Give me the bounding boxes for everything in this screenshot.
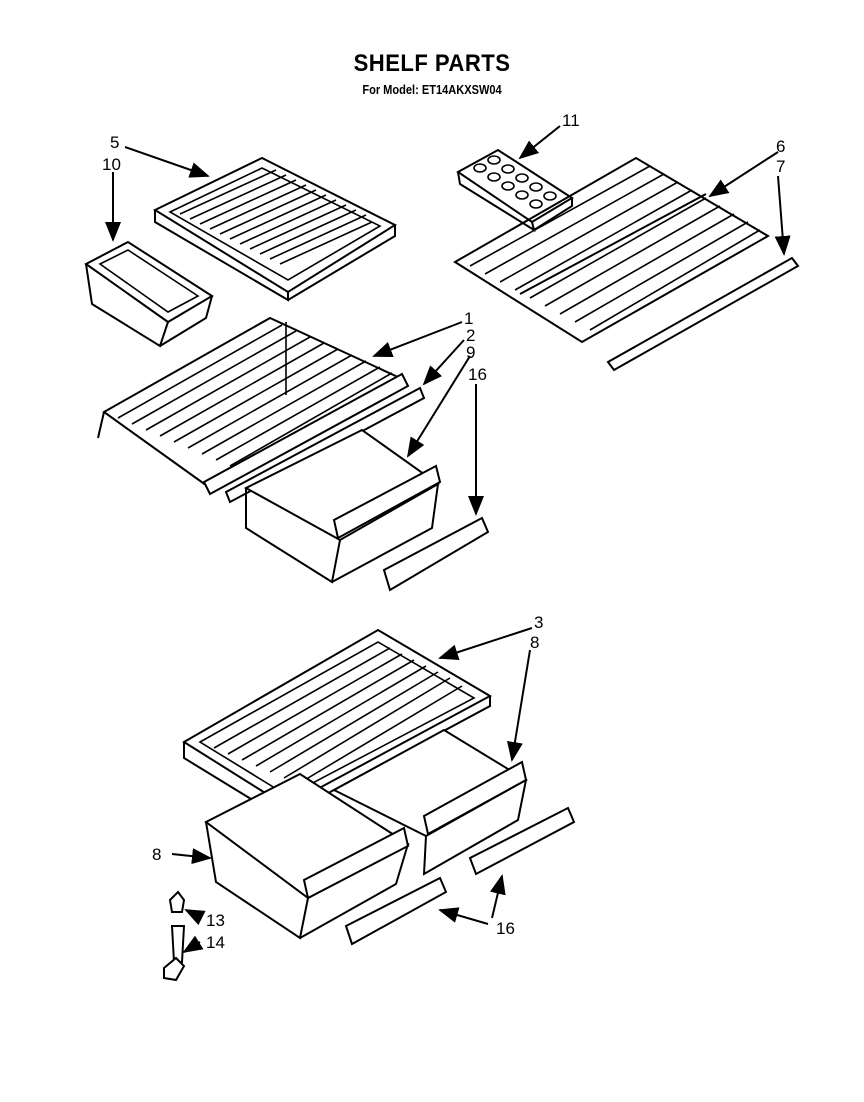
part-16-cover-lower-left <box>344 876 448 946</box>
callout-5: 5 <box>110 133 119 152</box>
callout-9: 9 <box>466 343 475 362</box>
leader-lines <box>105 125 791 954</box>
callout-14: 14 <box>206 933 225 952</box>
part-7-rail <box>606 256 800 372</box>
part-13-light-socket <box>168 890 186 913</box>
part-3-shelf <box>182 628 493 820</box>
callout-16-upper: 16 <box>468 365 487 384</box>
part-8-drawer-left <box>204 772 410 940</box>
part-9-drawer <box>243 428 442 584</box>
part-11-ice-tray <box>456 148 574 233</box>
callout-13: 13 <box>206 911 225 930</box>
callout-labels: 5 10 11 6 7 1 2 9 16 3 8 8 13 14 16 <box>102 111 785 952</box>
callout-3: 3 <box>534 613 543 632</box>
part-16-cover-upper <box>382 516 490 592</box>
callout-8-left: 8 <box>152 845 161 864</box>
part-8-drawer-right <box>331 728 528 876</box>
model-subtitle: For Model: ET14AKXSW04 <box>362 82 502 97</box>
part-6-wire-shelf <box>453 156 770 344</box>
part-14-light-bulb <box>163 925 186 982</box>
part-10-bin <box>84 240 214 348</box>
part-5-shelf <box>152 156 398 302</box>
page-title: SHELF PARTS <box>353 50 511 77</box>
callout-7: 7 <box>776 157 785 176</box>
callout-1: 1 <box>464 309 473 328</box>
callout-8-right: 8 <box>530 633 539 652</box>
callout-11: 11 <box>562 111 580 130</box>
part-16-cover-lower-right <box>468 806 576 876</box>
callout-6: 6 <box>776 137 785 156</box>
callout-2: 2 <box>466 326 475 345</box>
callout-16-lower: 16 <box>496 919 515 938</box>
callout-10: 10 <box>102 155 121 174</box>
